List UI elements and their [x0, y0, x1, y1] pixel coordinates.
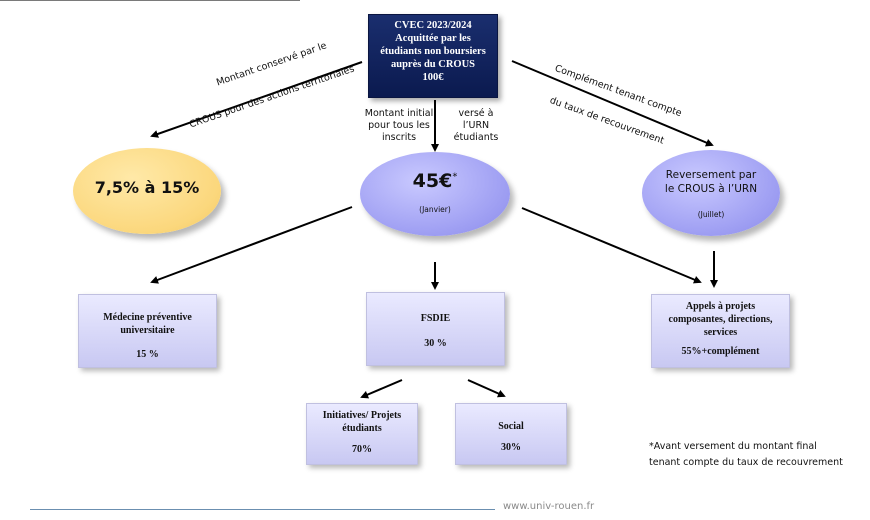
cvec-box: CVEC 2023/2024 Acquittée par les étudian…	[368, 14, 498, 98]
label-center-b: versé à l’URN étudiants	[444, 108, 508, 144]
box-social: Social 30%	[455, 403, 567, 465]
label-center-a-line2: pour tous les	[368, 120, 430, 131]
footnote-line2: tenant compte du taux de recouvrement	[649, 457, 843, 468]
label-center-a-line3: inscrits	[381, 132, 417, 143]
cvec-line: Acquittée par les	[395, 33, 471, 44]
box-appels-line1: Appels à projets	[685, 301, 756, 312]
amount-text: 45€	[412, 170, 453, 192]
ellipse-initial-amount-date: (Janvier)	[419, 205, 451, 214]
ellipse-reversement-date: (Juillet)	[697, 210, 725, 219]
box-appels: Appels à projets composantes, directions…	[651, 294, 790, 368]
label-left-line2: CROUS pour des actions territoriales	[188, 63, 356, 131]
box-appels-line3: services	[703, 327, 738, 338]
box-medecine-line1: Médecine préventive	[103, 312, 192, 323]
box-initiatives-value: 70%	[352, 444, 372, 455]
footnote-line1: *Avant versement du montant final	[649, 441, 817, 452]
footnote: *Avant versement du montant final tenant…	[649, 439, 843, 471]
top-rule	[0, 0, 300, 1]
cvec-line: CVEC 2023/2024	[394, 20, 472, 31]
ellipse-reversement-line2: le CROUS à l’URN	[664, 183, 758, 195]
box-initiatives-line2: étudiants	[342, 423, 382, 434]
cvec-line: étudiants non boursiers	[380, 46, 486, 57]
box-initiatives-line1: Initiatives/ Projets	[322, 410, 402, 421]
box-medecine-value: 15 %	[136, 349, 159, 360]
label-center-b-line2: étudiants	[453, 132, 499, 143]
box-fsdie-value: 30 %	[424, 338, 447, 349]
ellipse-reversement-line1: Reversement par	[665, 169, 757, 181]
footer-url: www.univ-rouen.fr	[503, 501, 595, 512]
arrow-cvec-to-right	[511, 60, 714, 147]
box-medecine-line2: universitaire	[120, 325, 175, 336]
box-medecine: Médecine préventive universitaire 15 %	[78, 294, 217, 368]
arrow-fsdie-to-social	[467, 379, 506, 398]
box-initiatives: Initiatives/ Projets étudiants 70%	[306, 403, 418, 465]
ellipse-initial-amount: 45€* (Janvier)	[360, 152, 510, 236]
ellipse-initial-amount-value: 45€*	[360, 170, 510, 192]
footer-rule	[30, 509, 495, 510]
ellipse-reversement: Reversement par le CROUS à l’URN (Juille…	[642, 150, 780, 236]
ellipse-crous-share: 7,5% à 15%	[73, 148, 221, 234]
box-appels-value: 55%+complément	[681, 346, 760, 357]
cvec-amount: 100€	[422, 72, 444, 83]
box-fsdie-title: FSDIE	[420, 313, 451, 324]
box-social-value: 30%	[501, 442, 521, 453]
arrow-fsdie-to-initiatives	[360, 379, 403, 399]
box-fsdie: FSDIE 30 %	[366, 292, 505, 366]
box-social-title: Social	[498, 421, 524, 432]
cvec-line: auprès du CROUS	[390, 59, 476, 70]
ellipse-reversement-title: Reversement par le CROUS à l’URN	[642, 168, 780, 196]
label-center-a-line1: Montant initial	[364, 108, 434, 119]
footnote-mark: *	[452, 171, 458, 183]
ellipse-crous-share-text: 7,5% à 15%	[94, 178, 200, 197]
box-appels-line2: composantes, directions,	[668, 314, 773, 325]
label-center-b-line1: versé à l’URN	[458, 108, 494, 131]
label-center-a: Montant initial pour tous les inscrits	[364, 108, 434, 144]
